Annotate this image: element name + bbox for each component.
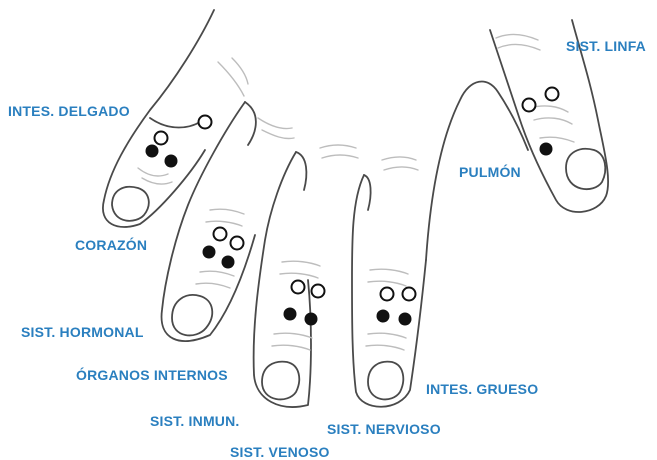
point-filled [305, 313, 318, 326]
point-open [199, 116, 212, 129]
label-sist-hormonal: SIST. HORMONAL [21, 324, 144, 340]
label-sist-inmun: SIST. INMUN. [150, 413, 240, 429]
point-open [231, 237, 244, 250]
point-filled [399, 313, 412, 326]
little-finger-nail [112, 187, 149, 221]
point-open [312, 285, 325, 298]
label-intes-delgado: INTES. DELGADO [8, 103, 130, 119]
middle-finger-outline [254, 152, 311, 407]
index-finger-tip-edge [364, 175, 371, 210]
label-pulmon: PULMÓN [459, 164, 521, 180]
point-filled [284, 308, 297, 321]
point-open [403, 288, 416, 301]
point-open [155, 132, 168, 145]
point-filled [146, 145, 159, 158]
middle-finger-nail [262, 362, 299, 400]
point-open [546, 88, 559, 101]
label-corazon: CORAZÓN [75, 237, 147, 253]
point-filled [222, 256, 235, 269]
middle-finger-tip-edge [296, 152, 306, 190]
label-sist-venoso: SIST. VENOSO [230, 444, 330, 460]
label-sist-linfa: SIST. LINFA [566, 38, 646, 54]
label-sist-nervioso: SIST. NERVIOSO [327, 421, 441, 437]
thumb-nail [566, 149, 605, 189]
point-open [523, 99, 536, 112]
point-filled [377, 310, 390, 323]
point-open [381, 288, 394, 301]
index-finger-nail [368, 362, 403, 400]
ring-finger-tip-edge [245, 102, 256, 145]
point-filled [165, 155, 178, 168]
label-organos-internos: ÓRGANOS INTERNOS [76, 367, 228, 383]
point-open [214, 228, 227, 241]
label-intes-grueso: INTES. GRUESO [426, 381, 538, 397]
little-finger-inner-edge [150, 118, 200, 128]
point-open [292, 281, 305, 294]
point-filled [203, 246, 216, 259]
ring-finger-nail [172, 295, 212, 335]
point-filled [540, 143, 553, 156]
